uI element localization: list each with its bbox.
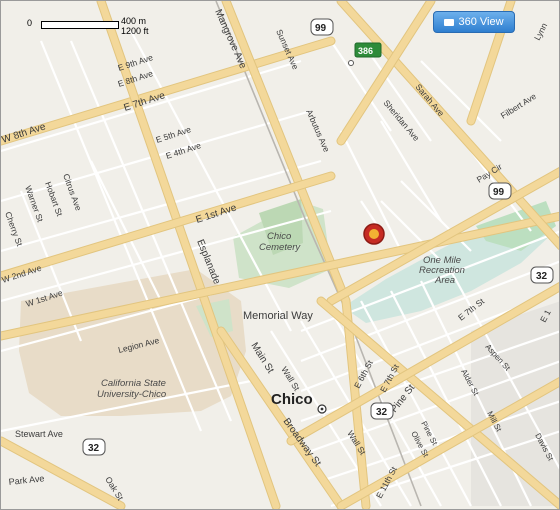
location-marker[interactable] [363,223,385,245]
label-w-8th-ave: W 8th Ave [1,121,48,146]
svg-text:99: 99 [315,23,327,34]
shield-32-center: 32 [370,402,394,420]
label-arbutus-ave: Arbutus Ave [304,108,332,154]
label-recreation-line1: One Mile [423,255,461,266]
scale-imperial: 1200 ft [121,26,149,36]
label-wall-st-1: Wall St [279,365,302,393]
label-e-5th-ave: E 5th Ave [155,124,193,145]
scale-zero: 0 [27,18,33,28]
svg-text:32: 32 [376,407,388,418]
label-cherry-st: Cherry St [3,210,25,248]
shield-99-right: 99 [488,182,512,200]
place-labels: Chico Cemetery One Mile Recreation Area … [97,231,465,414]
scale-bar-graphic [41,21,119,29]
label-park-ave: Park Ave [8,473,45,487]
label-cemetery-line2: Cemetery [259,242,301,253]
cemetery-inner [259,199,303,255]
view-360-label: 360 View [458,16,504,28]
view-360-button[interactable]: 360 View [433,11,515,33]
svg-text:32: 32 [88,443,100,454]
svg-text:99: 99 [493,187,505,198]
label-cemetery-line1: Chico [267,231,291,242]
label-e-1st-ave: E 1st Ave [195,202,239,226]
shield-32-left: 32 [82,438,106,456]
label-stewart-ave: Stewart Ave [15,429,63,439]
shield-386: 386 [354,42,382,58]
label-hobart-st: Hobart St [43,180,65,218]
label-csu-line2: University-Chico [97,389,166,400]
camera-icon [444,18,455,26]
label-csu-line1: California State [101,378,166,389]
shield-99-top: 99 [310,18,334,36]
svg-text:386: 386 [358,46,373,56]
scale-bar: 0 400 m 1200 ft [25,15,165,39]
label-e-4th-ave: E 4th Ave [165,140,203,161]
svg-text:32: 32 [536,271,548,282]
label-city-chico: Chico [271,391,313,408]
scale-metric: 400 m [121,16,147,26]
label-recreation-line3: Area [434,275,455,286]
label-memorial-way: Memorial Way [243,310,313,322]
label-lynn: Lynn [532,21,549,42]
shield-32-right: 32 [530,266,554,284]
route-shields: 99 386 99 32 32 32 [82,18,554,456]
label-recreation-line2: Recreation [419,265,465,276]
campus-area [19,269,246,416]
label-sarah-ave: Sarah Ave [413,82,446,119]
label-filbert-ave: Filbert Ave [499,91,538,121]
